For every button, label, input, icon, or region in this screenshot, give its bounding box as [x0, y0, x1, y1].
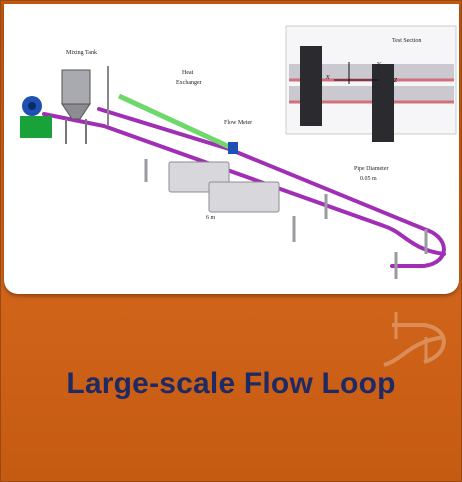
flow-meter-icon [228, 142, 238, 154]
pipe-diameter-label-line2: 0.05 m [360, 176, 377, 182]
axis-z-label: z [393, 75, 398, 84]
motor-base-icon [20, 116, 52, 138]
heat-exchanger-label-line2: Exchanger [176, 80, 202, 86]
test-section-inset [285, 25, 457, 142]
mixing-tank [61, 66, 109, 144]
heat-exchanger [117, 93, 236, 152]
pipe-loop [42, 107, 446, 268]
diagram-reflection [4, 297, 459, 417]
diagram-panel: Mixing Tank Heat Exchanger Flow Meter Te… [4, 4, 459, 294]
length-label: 6 m [206, 215, 216, 221]
axis-y-label: y [376, 59, 381, 68]
heat-exchanger-label-line1: Heat [182, 70, 194, 76]
pump-hub-icon [28, 102, 36, 110]
page-title: Large-scale Flow Loop [66, 367, 396, 400]
test-section-label: Test Section [392, 38, 421, 44]
test-section-main [168, 161, 280, 213]
flow-meter-label: Flow Meter [224, 120, 252, 126]
axis-x-label: x [325, 72, 330, 81]
pipe-diameter-label-line1: Pipe Diameter [354, 166, 389, 172]
reflection-art [383, 312, 446, 367]
mixing-tank-label: Mixing Tank [66, 50, 97, 56]
flow-loop-diagram: Mixing Tank Heat Exchanger Flow Meter Te… [20, 25, 457, 279]
